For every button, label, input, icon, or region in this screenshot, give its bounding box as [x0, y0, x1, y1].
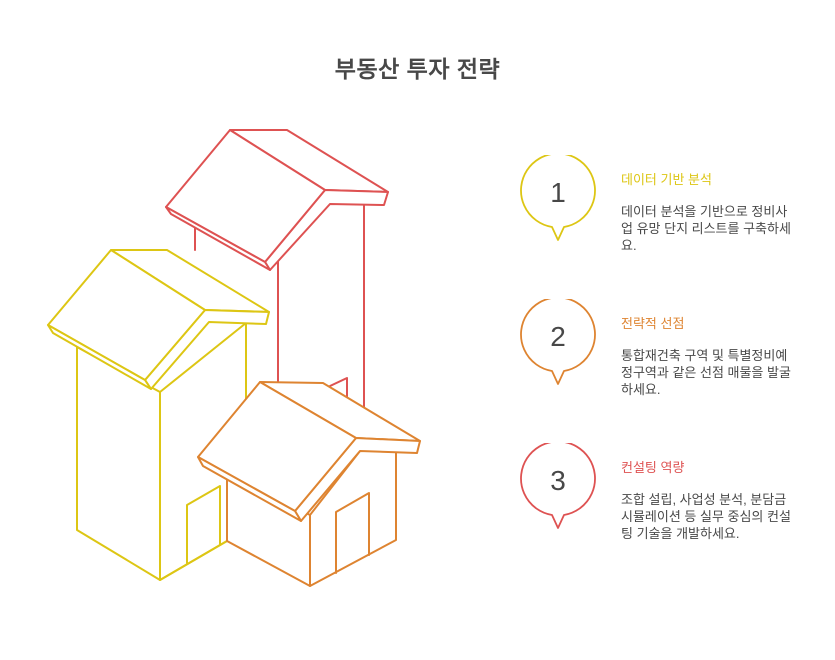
step-number: 1	[550, 177, 566, 208]
step-title: 컨설팅 역량	[621, 460, 685, 475]
location-pin-icon	[520, 299, 596, 385]
yellow-house-icon	[47, 249, 270, 581]
step-description: 조합 설립, 사업성 분석, 분담금 시뮬레이션 등 실무 중심의 컨설팅 기술…	[621, 492, 791, 541]
step-number: 2	[550, 321, 566, 352]
step-title: 데이터 기반 분석	[621, 172, 712, 187]
location-pin-icon	[520, 443, 596, 529]
step-2: 2 전략적 선점 통합재건축 구역 및 특별정비예정구역과 같은 선점 매물을 …	[520, 299, 820, 439]
step-1: 1 데이터 기반 분석 데이터 분석을 기반으로 정비사업 유망 단지 리스트를…	[520, 155, 820, 295]
location-pin-icon	[520, 155, 596, 241]
step-description: 통합재건축 구역 및 특별정비예정구역과 같은 선점 매물을 발굴하세요.	[621, 348, 791, 397]
step-title: 전략적 선점	[621, 316, 685, 331]
step-3: 3 컨설팅 역량 조합 설립, 사업성 분석, 분담금 시뮬레이션 등 실무 중…	[520, 443, 820, 583]
orange-house-icon	[197, 381, 421, 587]
step-description: 데이터 분석을 기반으로 정비사업 유망 단지 리스트를 구축하세요.	[621, 204, 791, 253]
step-number: 3	[550, 465, 566, 496]
page-title: 부동산 투자 전략	[334, 56, 501, 82]
red-house-icon	[165, 129, 389, 409]
